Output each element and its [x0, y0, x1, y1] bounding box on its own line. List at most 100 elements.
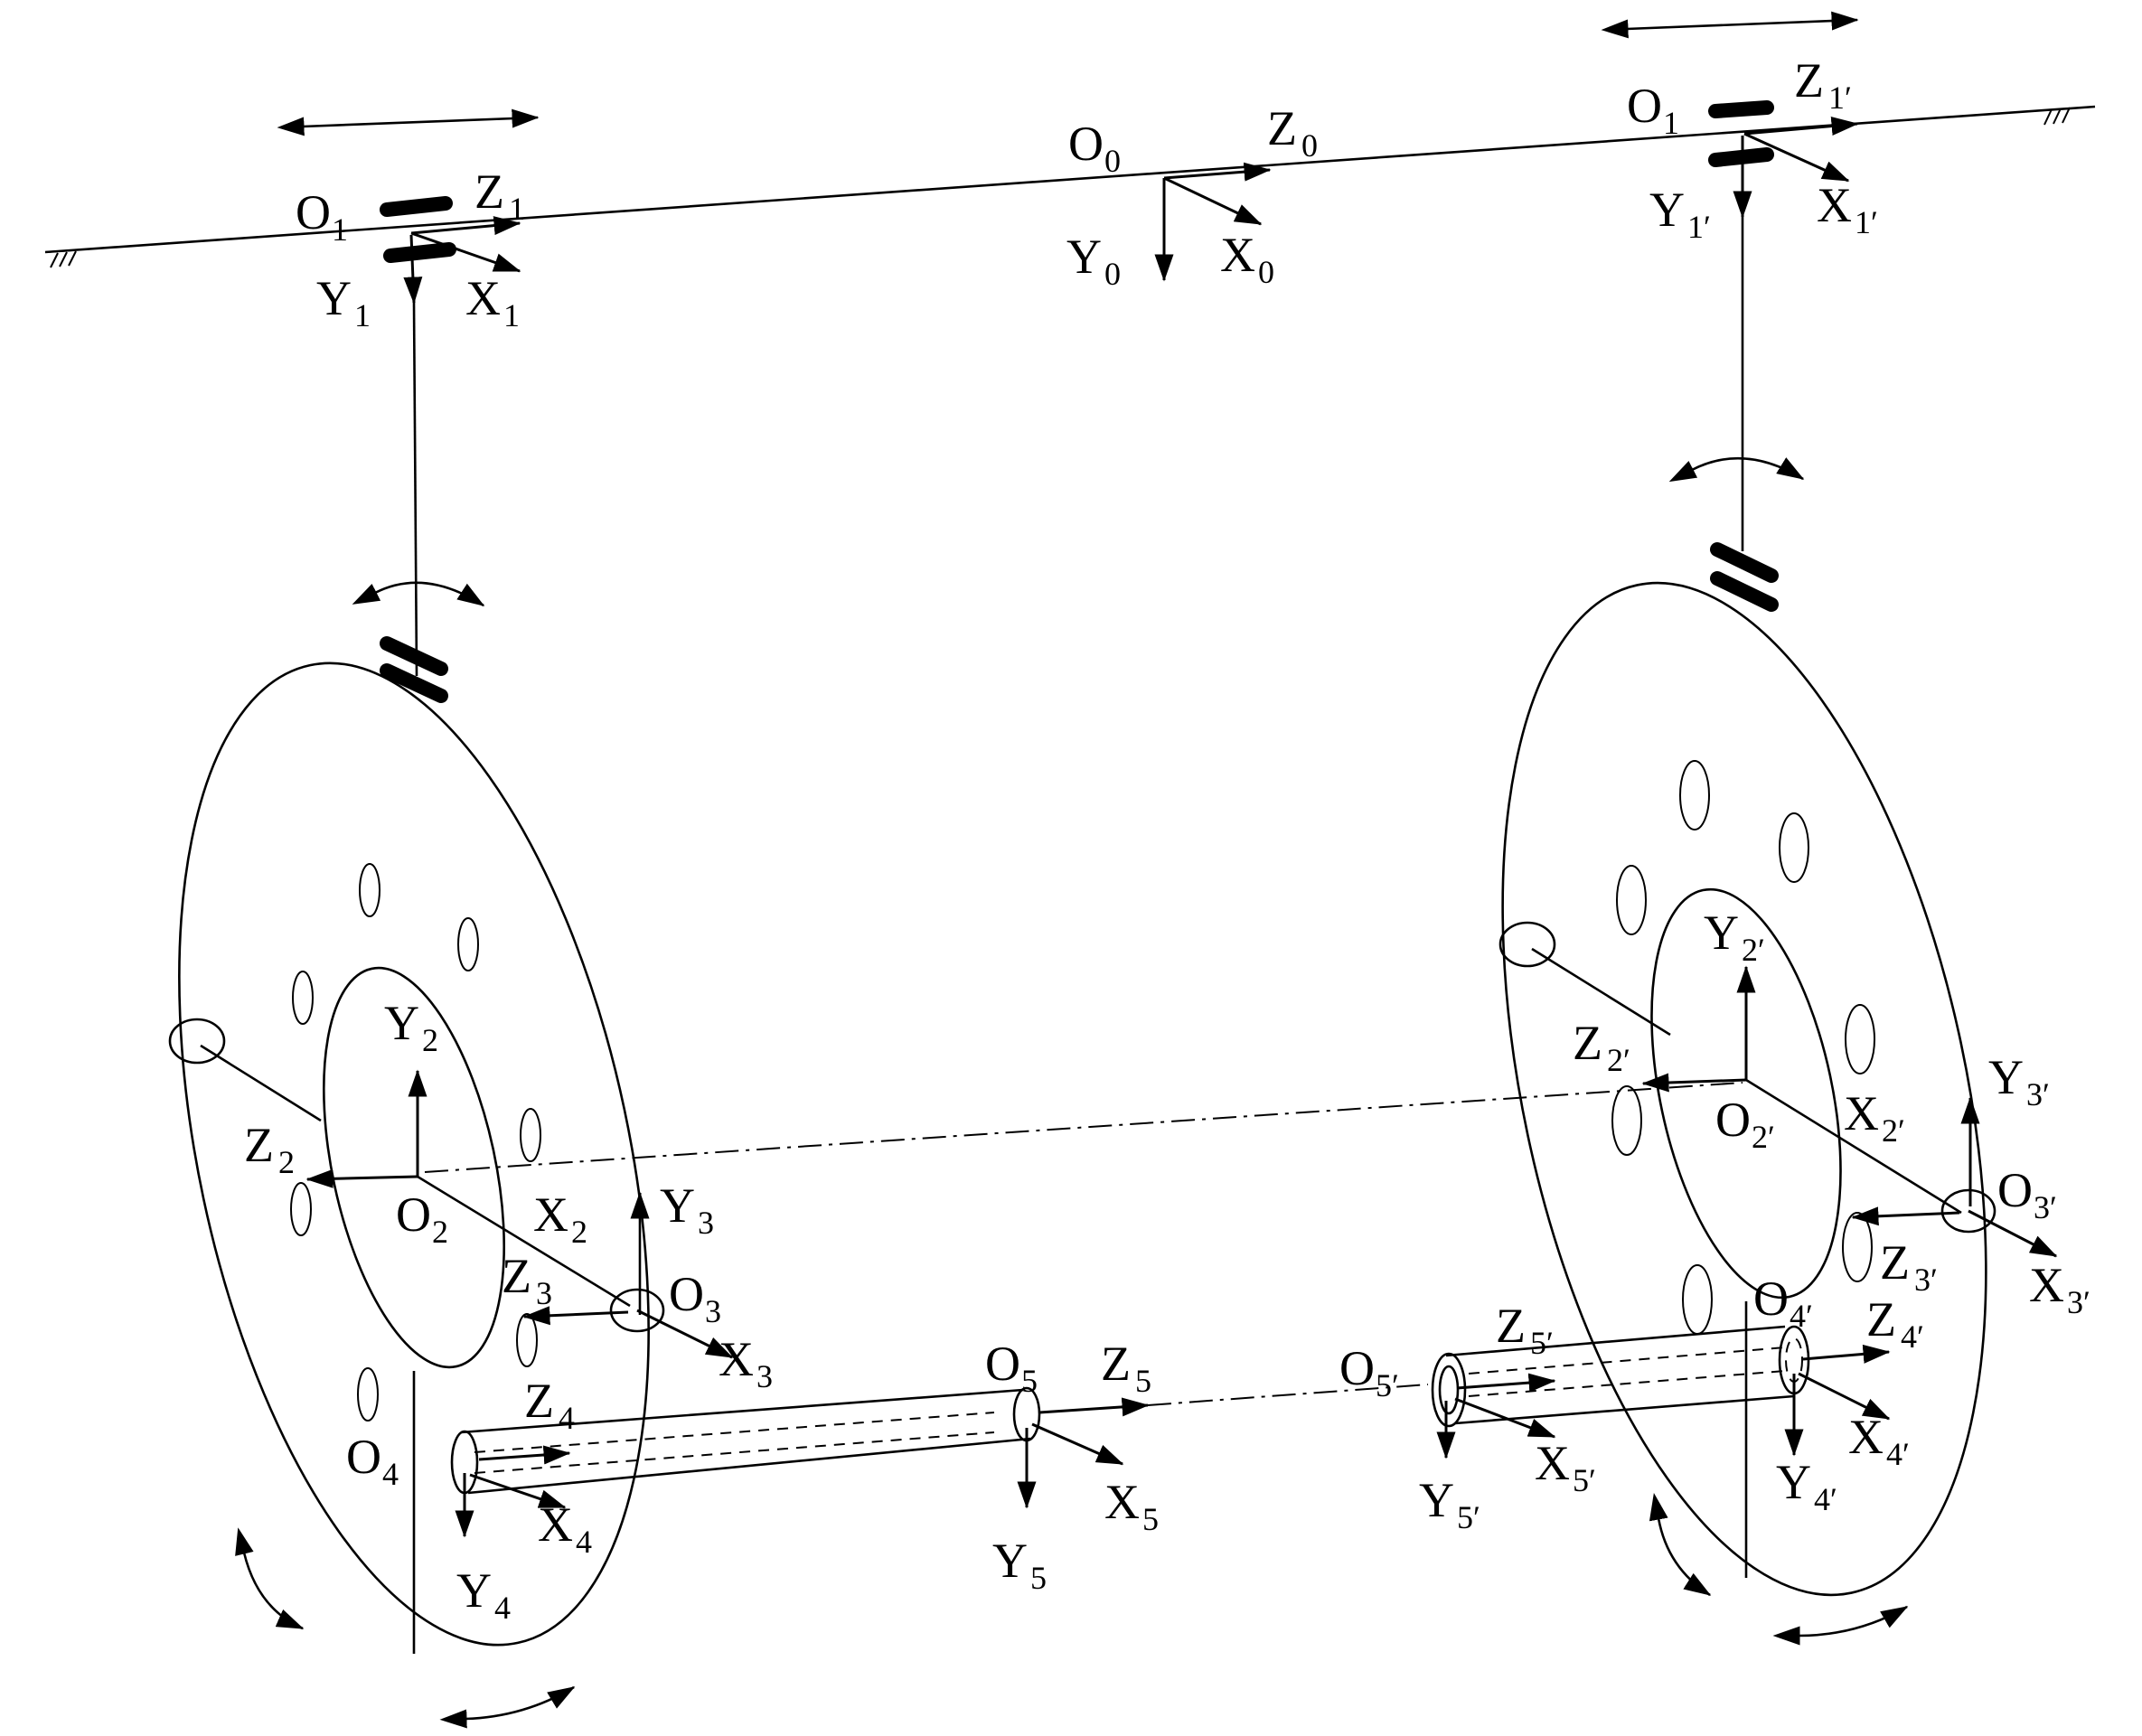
svg-text:2′: 2′	[1752, 1119, 1775, 1155]
svg-text:Y: Y	[660, 1178, 695, 1233]
svg-text:Y: Y	[992, 1534, 1028, 1588]
svg-text:X: X	[1844, 1086, 1879, 1140]
svg-text:Y: Y	[1649, 183, 1685, 237]
svg-text:1: 1	[354, 297, 371, 333]
svg-text:3′: 3′	[2026, 1076, 2050, 1112]
rotation-arrow-left-lower-icon	[235, 1527, 305, 1630]
svg-text:5′: 5′	[1530, 1325, 1554, 1361]
svg-text:4′: 4′	[1886, 1436, 1910, 1472]
svg-text:1′: 1′	[1687, 209, 1711, 245]
svg-text:3: 3	[536, 1275, 552, 1311]
link-rod-left	[450, 1386, 1150, 1538]
svg-text:0: 0	[1301, 127, 1318, 164]
svg-text:O: O	[296, 185, 331, 239]
frame-o0	[1154, 162, 1272, 282]
lower-centerline	[1147, 1384, 1429, 1406]
joint-o1-left	[380, 196, 521, 677]
svg-text:5: 5	[1030, 1560, 1047, 1596]
bolt-holes-left	[290, 863, 541, 1422]
svg-text:Z: Z	[244, 1118, 274, 1172]
svg-text:O: O	[346, 1430, 381, 1484]
svg-text:O: O	[1753, 1272, 1789, 1326]
svg-text:Z: Z	[524, 1374, 554, 1428]
svg-text:4′: 4′	[1790, 1298, 1813, 1334]
svg-text:Y: Y	[1776, 1455, 1811, 1509]
wheel-hanger-pads-left	[380, 636, 448, 703]
svg-text:2: 2	[422, 1022, 438, 1058]
svg-text:O: O	[1339, 1341, 1375, 1395]
svg-text:5: 5	[1021, 1363, 1038, 1399]
svg-text:Z: Z	[1267, 101, 1297, 155]
svg-text:2′: 2′	[1607, 1042, 1630, 1078]
translation-arrow-right-icon	[1601, 11, 1859, 39]
svg-text:1′: 1′	[1828, 80, 1852, 116]
svg-text:3: 3	[698, 1205, 714, 1241]
svg-text:X: X	[719, 1332, 754, 1386]
svg-text:1: 1	[509, 191, 525, 227]
svg-text:5: 5	[1135, 1363, 1151, 1399]
svg-text:X: X	[2029, 1258, 2064, 1312]
svg-text:O: O	[1627, 79, 1662, 133]
svg-text:1: 1	[1663, 105, 1679, 141]
svg-text:Y: Y	[1066, 230, 1102, 284]
svg-text:5′: 5′	[1457, 1499, 1480, 1535]
svg-text:X: X	[1817, 178, 1852, 232]
svg-text:Y: Y	[1419, 1473, 1454, 1527]
svg-text:4: 4	[494, 1590, 511, 1626]
svg-text:3: 3	[756, 1358, 773, 1394]
svg-text:0: 0	[1258, 254, 1274, 290]
svg-text:3′: 3′	[2034, 1189, 2057, 1225]
rotation-arrow-right-hanger-icon	[1668, 456, 1805, 483]
ground-hatch-left-icon	[44, 249, 77, 268]
svg-text:Y: Y	[456, 1563, 492, 1618]
svg-text:3: 3	[705, 1293, 721, 1329]
rotation-arrow-right-lower-icon	[1649, 1492, 1712, 1597]
svg-text:4: 4	[382, 1456, 399, 1492]
svg-text:Z: Z	[1101, 1337, 1131, 1391]
svg-text:Z: Z	[1496, 1299, 1526, 1353]
svg-text:Z: Z	[1866, 1292, 1896, 1347]
axle-centerline	[424, 1082, 1743, 1173]
rotation-arrow-left-bottom-icon	[439, 1685, 576, 1729]
svg-text:2: 2	[432, 1214, 448, 1250]
svg-text:Y: Y	[316, 271, 352, 325]
svg-text:4′: 4′	[1901, 1318, 1924, 1355]
svg-text:4: 4	[576, 1524, 592, 1560]
svg-text:4: 4	[559, 1400, 575, 1436]
svg-text:5′: 5′	[1376, 1367, 1399, 1403]
svg-text:O: O	[1715, 1093, 1751, 1147]
svg-text:0: 0	[1104, 143, 1121, 179]
